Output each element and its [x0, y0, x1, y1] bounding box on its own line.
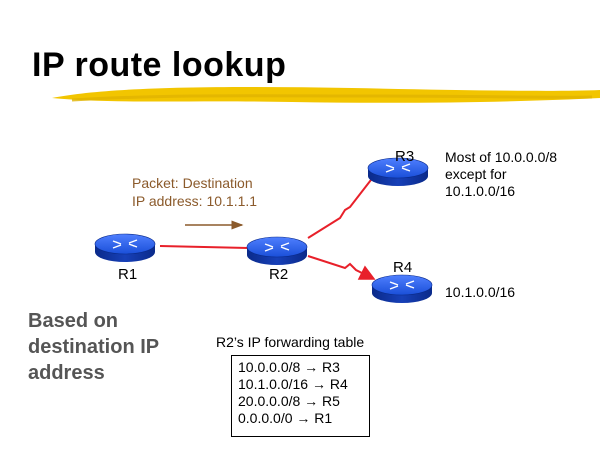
router-r2-icon: [246, 236, 308, 265]
r3-route-note: Most of 10.0.0.0/8 except for 10.1.0.0/1…: [445, 149, 557, 200]
forwarding-table-row: 0.0.0.0/0 → R1: [238, 410, 333, 426]
router-r4-icon: [371, 274, 433, 303]
r3-note-line-2: except for: [445, 166, 507, 182]
r4-route-note: 10.1.0.0/16: [445, 284, 516, 300]
link-r2-r3: [307, 175, 375, 239]
router-r3-icon: [367, 157, 429, 186]
lookup-basis-caption: Based on destination IP address: [28, 308, 159, 386]
link-r1-r2: [159, 245, 249, 249]
router-r1-label: R1: [118, 266, 138, 283]
basis-line-2: destination IP: [28, 336, 160, 358]
router-r3-label: R3: [395, 148, 415, 165]
title-highlight-stroke: [52, 87, 600, 103]
router-r2-label: R2: [269, 266, 289, 283]
forwarding-table: 10.0.0.0/8 → R3 10.1.0.0/16 → R4 20.0.0.…: [231, 355, 370, 437]
packet-destination-caption: Packet: Destination IP address: 10.1.1.1: [132, 174, 257, 210]
router-r4-label: R4: [393, 259, 413, 276]
packet-caption-line-1: Packet: Destination: [132, 175, 253, 191]
slide-title: IP route lookup: [32, 46, 287, 84]
basis-line-1: Based on: [28, 310, 119, 332]
r3-note-line-3: 10.1.0.0/16: [445, 183, 516, 199]
forwarding-table-row: 20.0.0.0/8 → R5: [238, 393, 340, 409]
r3-note-line-1: Most of 10.0.0.0/8: [445, 149, 558, 165]
link-r2-r4: [307, 255, 376, 280]
router-r1-icon: [94, 233, 156, 262]
forwarding-table-title: R2’s IP forwarding table: [216, 334, 365, 350]
forwarding-table-row: 10.0.0.0/8 → R3: [238, 359, 340, 375]
forwarding-table-row: 10.1.0.0/16 → R4: [238, 376, 348, 392]
packet-caption-line-2: IP address: 10.1.1.1: [132, 193, 258, 209]
basis-line-3: address: [28, 362, 105, 384]
